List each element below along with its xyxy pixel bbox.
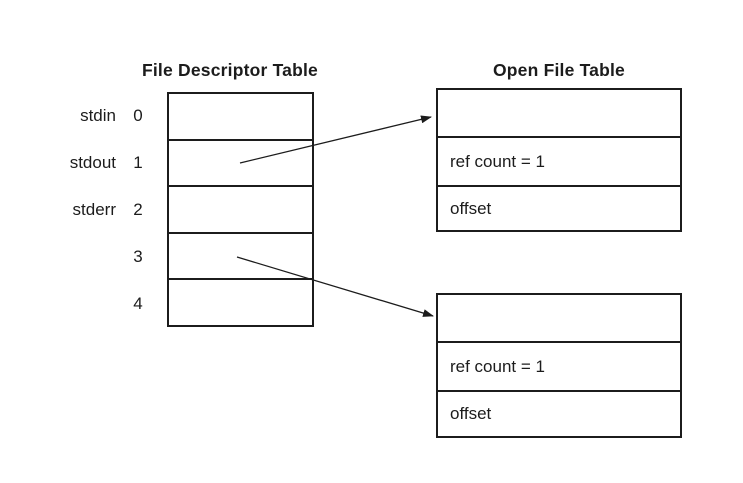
oft-entry-2-offset: offset bbox=[438, 390, 680, 436]
fd-label-stdout: stdout 1 bbox=[40, 139, 144, 186]
oft-entry-1-pointer-cell bbox=[438, 90, 680, 136]
fd-table-title: File Descriptor Table bbox=[141, 60, 318, 80]
fd-label-3: 3 bbox=[40, 233, 144, 280]
fd-label-index: 0 bbox=[133, 105, 143, 125]
oft-entry-2-pointer-cell bbox=[438, 295, 680, 341]
fd-label-name: stdin bbox=[80, 105, 116, 125]
oft-entry-1-refcount: ref count = 1 bbox=[438, 136, 680, 185]
open-file-entry-2: ref count = 1 offset bbox=[436, 293, 682, 438]
fd-cell-4 bbox=[169, 278, 312, 325]
fd-label-index: 1 bbox=[133, 152, 143, 172]
fd-cell-3 bbox=[169, 231, 312, 279]
fd-label-name: stdout bbox=[69, 152, 116, 172]
fd-cell-2 bbox=[169, 185, 312, 232]
fd-label-stdin: stdin 0 bbox=[40, 92, 144, 139]
fd-label-stderr: stderr 2 bbox=[40, 186, 144, 233]
fd-label-index: 4 bbox=[133, 293, 143, 313]
fd-table bbox=[167, 92, 314, 327]
oft-entry-1-offset: offset bbox=[438, 185, 680, 230]
fd-label-name: stderr bbox=[72, 199, 116, 219]
fd-cell-0 bbox=[169, 94, 312, 139]
oft-entry-2-refcount: ref count = 1 bbox=[438, 341, 680, 390]
fd-label-index: 3 bbox=[133, 246, 143, 266]
fd-cell-1 bbox=[169, 138, 312, 186]
fd-label-index: 2 bbox=[133, 199, 143, 219]
open-file-table-title: Open File Table bbox=[492, 60, 625, 80]
open-file-entry-1: ref count = 1 offset bbox=[436, 88, 682, 232]
fd-label-4: 4 bbox=[40, 280, 144, 327]
